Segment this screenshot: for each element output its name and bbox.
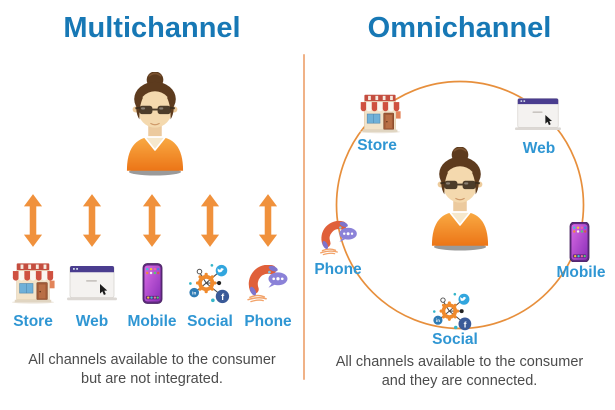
omnichannel-caption: All channels available to the consumer a… <box>304 353 615 391</box>
panel-divider <box>303 54 305 380</box>
channel-label: Phone <box>244 313 292 330</box>
caption-line: and they are connected. <box>381 373 538 389</box>
multichannel-caption: All channels available to the consumer b… <box>0 351 304 389</box>
caption-line: but are not integrated. <box>81 371 223 387</box>
consumer-avatar <box>418 147 502 251</box>
multichannel-panel: Multichannel Store Web Mobile Social <box>0 0 304 410</box>
channel-column-mobile: Mobile <box>122 192 182 331</box>
channel-label: Store <box>13 313 53 330</box>
connection-circle <box>335 80 585 330</box>
channel-column-store: Store <box>3 192 63 331</box>
double-arrow-icon <box>23 192 43 249</box>
social-icon <box>430 291 476 333</box>
mobile-icon <box>569 222 590 262</box>
caption-line: All channels available to the consumer <box>28 352 276 368</box>
channel-label: Phone <box>314 261 362 278</box>
double-arrow-icon <box>82 192 102 249</box>
web-icon <box>515 98 561 132</box>
channel-label: Social <box>432 331 478 348</box>
double-arrow-icon <box>200 192 220 249</box>
consumer-avatar <box>113 72 197 176</box>
multichannel-title: Multichannel <box>63 12 241 44</box>
channel-label: Mobile <box>556 264 606 281</box>
double-arrow-icon <box>258 192 278 249</box>
channel-label: Web <box>75 313 109 330</box>
social-icon <box>187 262 233 306</box>
phone-icon <box>246 265 290 303</box>
store-icon <box>358 94 402 134</box>
channel-label: Mobile <box>127 313 177 330</box>
channel-label: Store <box>357 137 397 154</box>
phone-icon <box>319 220 359 257</box>
omnichannel-panel: Omnichannel Store Web Phone Mobile Socia… <box>304 0 615 410</box>
channel-column-web: Web <box>62 192 122 331</box>
web-icon <box>67 266 117 302</box>
channel-label: Social <box>187 313 233 330</box>
omnichannel-title: Omnichannel <box>367 12 552 44</box>
mobile-icon <box>142 263 163 304</box>
channel-label: Web <box>522 140 556 157</box>
channel-column-phone: Phone <box>238 192 298 331</box>
double-arrow-icon <box>142 192 162 249</box>
caption-line: All channels available to the consumer <box>335 354 584 370</box>
channel-column-social: Social <box>180 192 240 331</box>
store-icon <box>10 263 56 304</box>
